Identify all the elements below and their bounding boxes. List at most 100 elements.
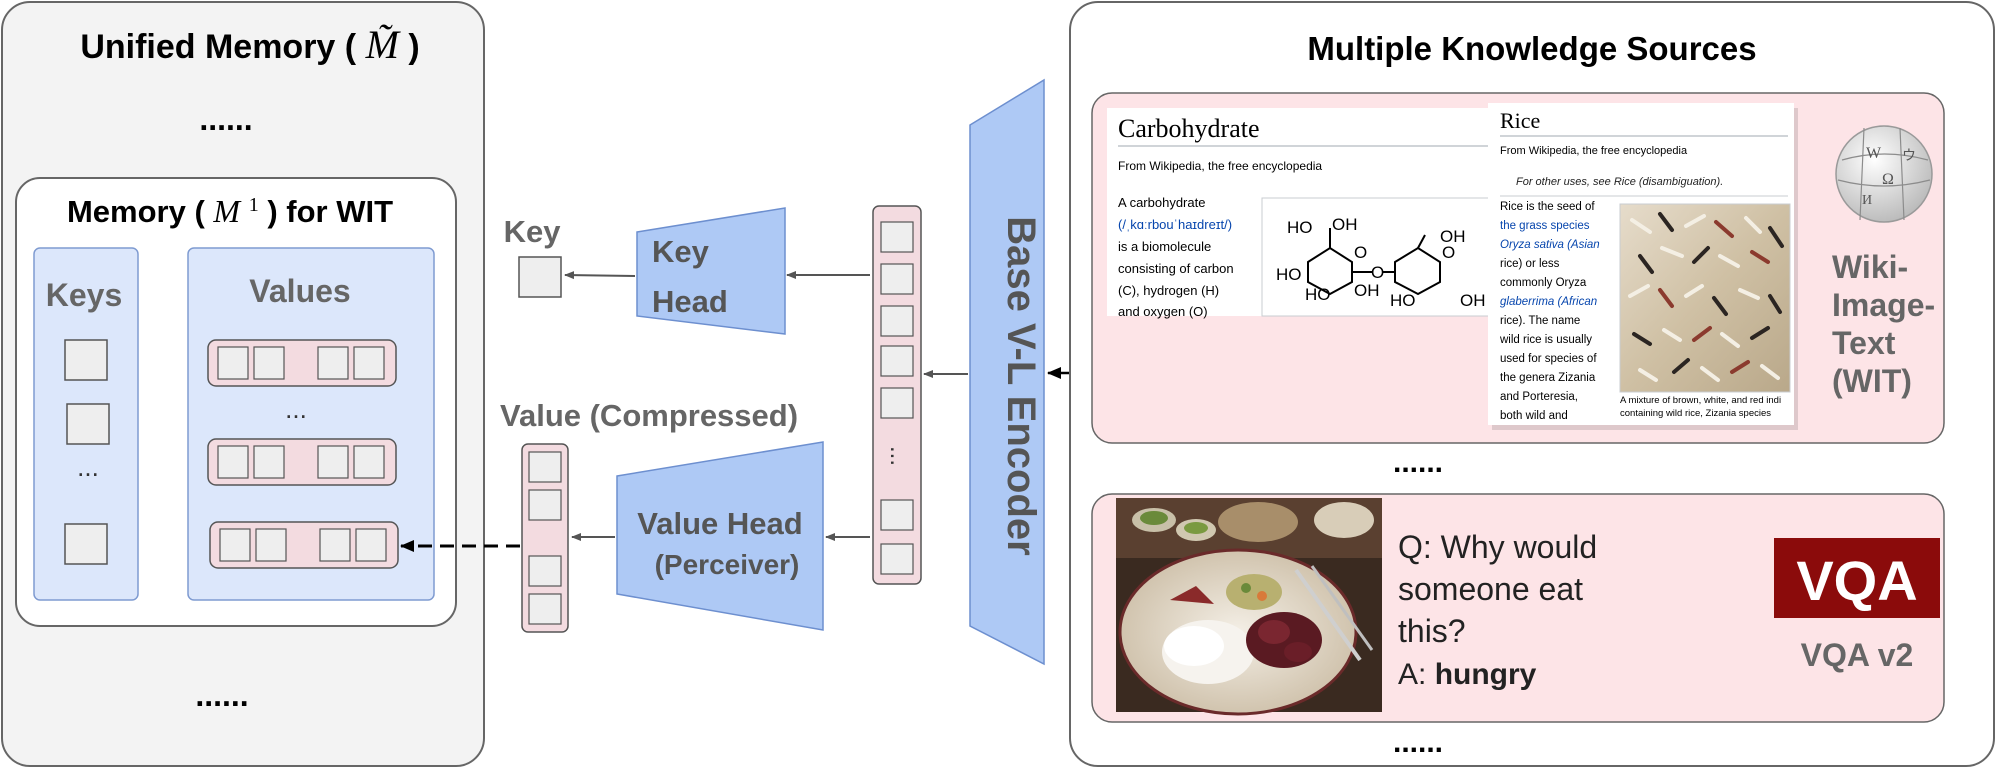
carbohydrate-body-line: consisting of carbon [1118, 261, 1234, 276]
wit-source-box: Carbohydrate From Wikipedia, the free en… [1091, 92, 1945, 444]
svg-text:Ω: Ω [1882, 171, 1894, 188]
unified-memory-dots-top: ...... [199, 101, 252, 137]
vqa-source-box: Q: Why would someone eat this? A: hungry… [1091, 493, 1945, 723]
svg-text:Memory ( M 1: Memory ( M 1 ) for WIT [67, 193, 393, 229]
rice-other-uses: For other uses, see Rice (disambiguation… [1516, 176, 1723, 188]
wit-label-line4: (WIT) [1832, 363, 1912, 399]
values-label: Values [249, 273, 350, 309]
rice-body-line: used for species of [1500, 353, 1597, 365]
base-vl-encoder: Base V-L Encoder [969, 78, 1045, 666]
knowledge-dots-middle: ...... [1393, 446, 1443, 479]
food-photo [1116, 498, 1382, 716]
token-column: ... [872, 205, 922, 585]
rice-body-line: Oryza sativa (Asian [1500, 239, 1600, 251]
molecule-label: OH [1354, 281, 1380, 300]
memory-wit-box: Memory ( M 1 ) for WIT Keys ... Values [15, 177, 457, 627]
unified-memory-dots-bottom: ...... [195, 677, 248, 713]
vqa-question-line3: this? [1398, 613, 1466, 649]
key-slot [66, 403, 110, 445]
token-ellipsis: ... [885, 446, 912, 466]
key-label: Key [504, 214, 562, 249]
unified-memory-panel: Unified Memory ( M̃ ) ...... ...... Memo… [1, 1, 485, 767]
rice-caption-line1: A mixture of brown, white, and red indi [1620, 395, 1781, 406]
rice-body-line: both wild and [1500, 410, 1568, 422]
key-head-label-line2: Head [652, 284, 728, 319]
molecule-label: O [1371, 263, 1384, 282]
molecule-label: HO [1287, 218, 1313, 237]
values-column: Values ... [187, 247, 435, 601]
vqa-answer: A: hungry [1398, 658, 1537, 691]
value-row [207, 438, 397, 486]
molecule-figure: HO OH HO O OH HO O OH O HO OH [1261, 197, 1501, 317]
value-compressed-label: Value (Compressed) [500, 398, 798, 433]
carbohydrate-body-line: is a biomolecule [1118, 239, 1211, 254]
rice-wiki-page: Rice From Wikipedia, the free encycloped… [1488, 103, 1798, 430]
unified-memory-symbol: M̃ [365, 22, 402, 67]
carbohydrate-body-line: A carbohydrate [1118, 195, 1205, 210]
rice-body-line: rice) or less [1500, 258, 1560, 270]
carbohydrate-body-line: and oxygen (O) [1118, 304, 1208, 319]
vqa-question-line1: Q: Why would [1398, 529, 1597, 565]
wikipedia-globe-icon: W Ω И ウ [1835, 125, 1933, 223]
rice-title: Rice [1500, 108, 1540, 133]
molecule-label: OH [1440, 227, 1466, 246]
vqa-logo-text: VQA [1796, 549, 1917, 612]
knowledge-sources-title: Multiple Knowledge Sources [1307, 30, 1756, 67]
encoder-label: Base V-L Encoder [999, 216, 1043, 555]
key-slot [64, 523, 108, 565]
value-row-new [209, 521, 399, 569]
svg-text:W: W [1866, 145, 1882, 162]
rice-body-line: the grass species [1500, 220, 1590, 232]
key-head: Key Head [636, 207, 786, 335]
vqa-answer-prefix: A: [1398, 658, 1435, 691]
rice-body-line: the genera Zizania [1500, 372, 1596, 384]
vqa-question-line2: someone eat [1398, 571, 1583, 607]
value-head: Value Head (Perceiver) [616, 441, 824, 631]
arrow-keyhead-to-key [564, 271, 636, 280]
molecule-label: O [1442, 243, 1455, 262]
carbohydrate-title: Carbohydrate [1118, 114, 1260, 143]
wit-label-line1: Wiki- [1832, 249, 1908, 285]
unified-memory-title-suffix: ) [408, 28, 419, 66]
molecule-label: HO [1276, 265, 1302, 284]
values-ellipsis: ... [285, 394, 307, 424]
rice-body-line: commonly Oryza [1500, 277, 1587, 289]
memory-superscript: 1 [249, 194, 259, 216]
rice-body-line: glaberrima (African [1500, 296, 1597, 308]
molecule-label: OH [1332, 215, 1358, 234]
vqa-answer-value: hungry [1435, 658, 1537, 691]
knowledge-dots-bottom: ...... [1393, 726, 1443, 759]
value-head-label-line2: (Perceiver) [655, 549, 800, 580]
svg-text:И: И [1862, 193, 1872, 208]
vqa-label: VQA v2 [1801, 637, 1914, 673]
unified-memory-title-prefix: Unified Memory ( [80, 28, 356, 66]
keys-column: Keys ... [33, 247, 139, 601]
carbohydrate-wiki-page: Carbohydrate From Wikipedia, the free en… [1107, 108, 1503, 319]
value-row [207, 339, 397, 387]
memory-symbol: M [212, 193, 242, 229]
rice-body-line: wild rice is usually [1499, 334, 1592, 346]
knowledge-sources-panel: Multiple Knowledge Sources ...... ......… [1069, 1, 1995, 767]
keys-label: Keys [46, 277, 123, 313]
compressed-value-column [521, 443, 569, 633]
rice-subtitle: From Wikipedia, the free encyclopedia [1500, 145, 1688, 157]
rice-photo [1619, 203, 1791, 393]
svg-text:Unified Memory ( M̃: Unified Memory ( M̃ ) [80, 22, 419, 67]
wit-label-line2: Image- [1832, 287, 1935, 323]
molecule-label: OH [1460, 291, 1486, 310]
memory-title-prefix: Memory ( [67, 194, 205, 229]
key-slot [64, 339, 108, 381]
carbohydrate-body-line: (/ˌkɑːrbouˈhaɪdreɪt/) [1118, 217, 1232, 232]
key-head-label-line1: Key [652, 234, 710, 269]
key-output-slot [518, 256, 562, 298]
svg-text:ウ: ウ [1902, 148, 1916, 164]
molecule-label: O [1354, 243, 1367, 262]
rice-caption-line2: containing wild rice, Zizania species [1620, 408, 1771, 419]
wit-label-line3: Text [1832, 325, 1896, 361]
pipeline: Key Key Head Value (Compressed) Value He… [400, 78, 1304, 666]
rice-body-line: rice). The name [1500, 315, 1580, 327]
molecule-label: HO [1390, 291, 1416, 310]
memory-title-suffix: ) for WIT [267, 194, 393, 229]
rice-body-line: Rice is the seed of [1500, 201, 1595, 213]
